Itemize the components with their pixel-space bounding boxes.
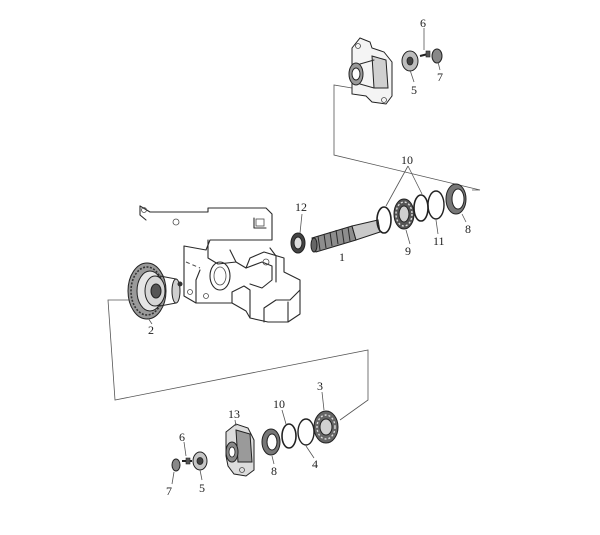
callout-1: 1 bbox=[339, 250, 345, 264]
part-5-cap-upper bbox=[401, 50, 419, 72]
callout-10-bottom: 10 bbox=[273, 397, 285, 411]
callout-5-top: 5 bbox=[411, 83, 417, 97]
part-12-bearing bbox=[290, 232, 306, 254]
gear-housing bbox=[139, 205, 301, 323]
part-9-bearing bbox=[393, 198, 415, 230]
callout-13: 13 bbox=[228, 407, 240, 421]
part-6-bolt-upper bbox=[419, 50, 431, 58]
part-10-snap-ring-lower bbox=[281, 423, 297, 449]
part-5-cap-lower bbox=[192, 451, 208, 471]
part-10-snap-ring-upper bbox=[376, 206, 392, 234]
part-7-lock-plate-lower bbox=[171, 458, 181, 472]
explosion-guide-lines bbox=[107, 84, 481, 421]
callout-2: 2 bbox=[148, 323, 154, 337]
callout-8-right: 8 bbox=[465, 222, 471, 236]
callout-4: 4 bbox=[312, 457, 318, 471]
callout-5-bottom: 5 bbox=[199, 481, 205, 495]
upper-flange-carrier bbox=[348, 37, 393, 105]
part-8-seal-lower bbox=[261, 428, 281, 456]
part-2-drive-gear bbox=[127, 262, 183, 320]
callout-8-bottom: 8 bbox=[271, 464, 277, 478]
part-1-splined-shaft bbox=[310, 219, 381, 253]
part-11-ring bbox=[427, 190, 445, 220]
callout-10-top: 10 bbox=[401, 153, 413, 167]
callout-11: 11 bbox=[433, 234, 445, 248]
callout-leaders bbox=[147, 28, 467, 485]
callout-6-bottom: 6 bbox=[179, 430, 185, 444]
callout-7-bottom: 7 bbox=[166, 484, 172, 498]
callout-7-top: 7 bbox=[437, 70, 443, 84]
callout-6-top: 6 bbox=[420, 16, 426, 30]
callout-12: 12 bbox=[295, 200, 307, 214]
part-4-ring-lower bbox=[297, 418, 315, 446]
part-6-bolt-lower bbox=[182, 457, 192, 465]
part-8-seal-right bbox=[445, 183, 467, 215]
callout-labels: 6 7 5 10 12 1 9 11 8 2 3 10 13 6 4 8 5 7 bbox=[148, 16, 471, 498]
part-13-flange-lower bbox=[225, 423, 255, 477]
part-7-lock-plate-upper bbox=[431, 48, 443, 64]
callout-3: 3 bbox=[317, 379, 323, 393]
part-3-bearing-lower bbox=[313, 410, 339, 444]
part-10-snap-ring-second bbox=[413, 194, 429, 222]
callout-9: 9 bbox=[405, 244, 411, 258]
